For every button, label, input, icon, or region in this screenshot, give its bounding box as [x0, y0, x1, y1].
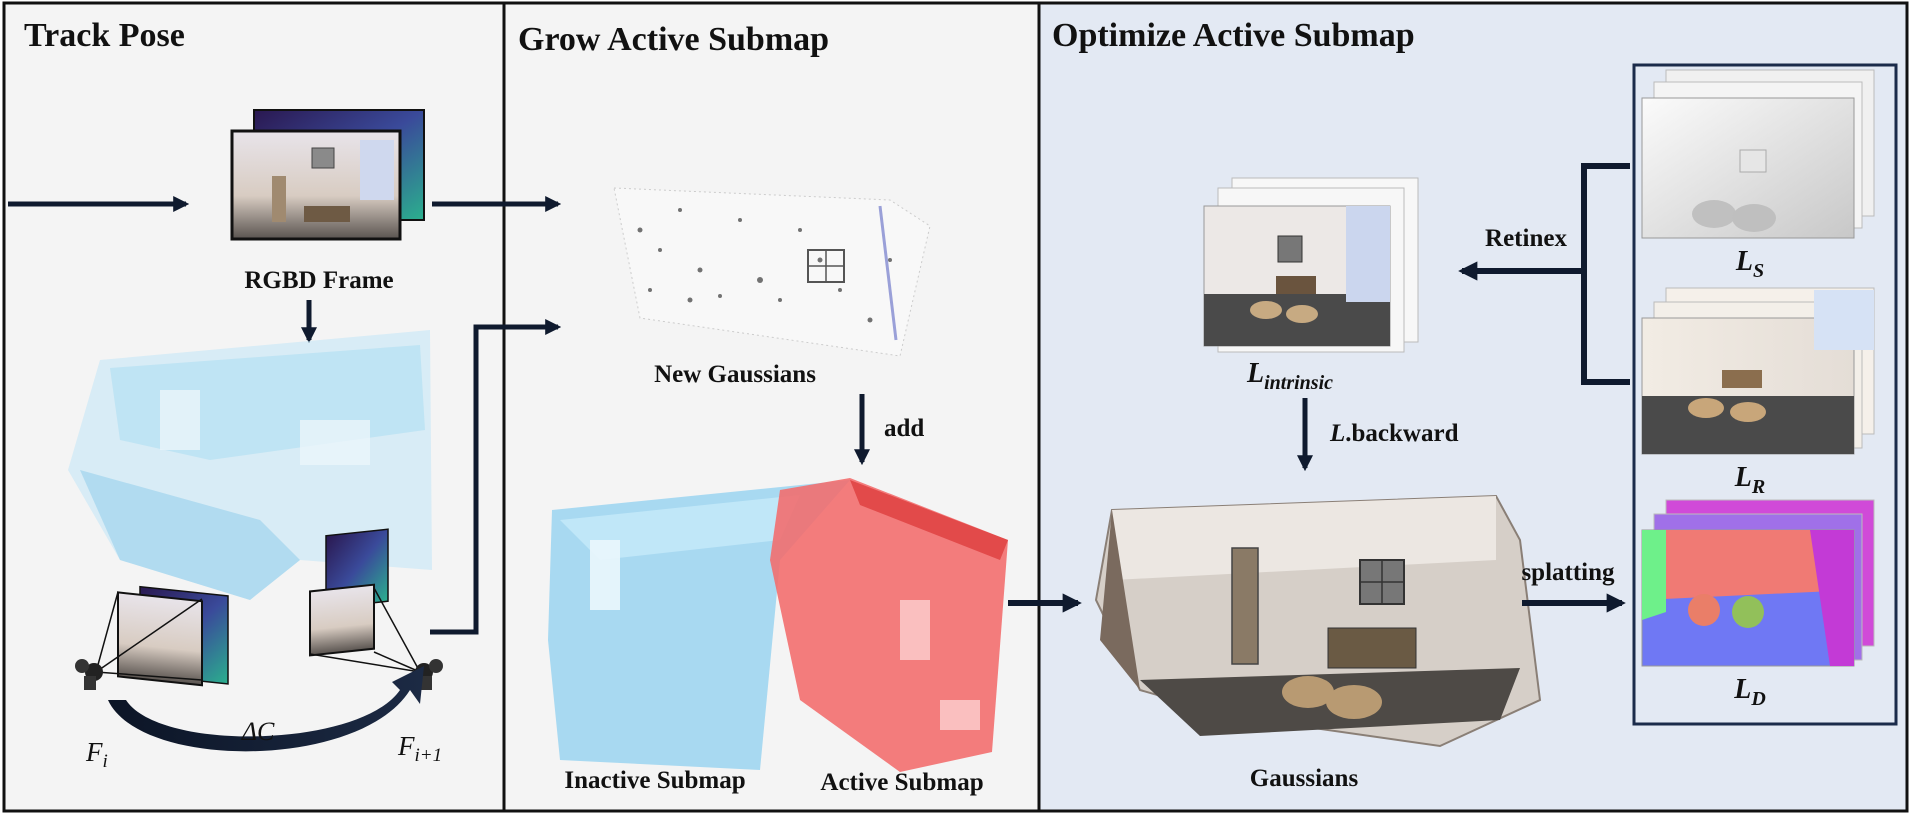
reflectance-image-stack [1641, 287, 1875, 455]
camera-frustum-right [309, 528, 443, 690]
frame-i1-label: Fi+1 [397, 731, 442, 766]
normal-image-stack [1641, 499, 1875, 667]
rgbd-frame-label: RGBD Frame [244, 267, 393, 294]
decomposition-box [1632, 63, 1898, 726]
l-intrinsic-label: Lintrinsic [1246, 358, 1333, 394]
intrinsic-image-stack [1203, 177, 1419, 353]
track-pose-title: Track Pose [24, 17, 185, 54]
pose-delta-arc [108, 666, 424, 752]
inactive-submap-label: Inactive Submap [564, 767, 745, 794]
shading-image-stack [1641, 69, 1875, 239]
gaussians-reconstruction [1094, 494, 1542, 748]
add-label: add [884, 415, 924, 442]
optimize-submap-title: Optimize Active Submap [1052, 17, 1415, 54]
active-submap-cloud [770, 478, 1008, 772]
frame-i-label: Fi [85, 737, 108, 772]
delta-c-label: ΔC [241, 717, 275, 746]
grow-submap-title: Grow Active Submap [518, 21, 829, 58]
retinex-label: Retinex [1485, 225, 1567, 252]
splatting-label: splatting [1521, 559, 1615, 586]
new-gaussians-label: New Gaussians [654, 361, 816, 388]
gaussians-label: Gaussians [1250, 765, 1359, 792]
active-submap-label: Active Submap [820, 769, 983, 796]
rgbd-frame-image [230, 109, 425, 241]
tracked-point-cloud [68, 330, 432, 600]
camera-frustum-left [75, 585, 229, 690]
backward-label: L.backward [1329, 420, 1459, 447]
new-gaussians-cloud [613, 187, 931, 357]
pose-to-submap-arrow [430, 318, 562, 635]
l-d-label: LD [1733, 674, 1766, 710]
l-r-label: LR [1734, 462, 1765, 498]
l-s-label: LS [1735, 246, 1764, 282]
